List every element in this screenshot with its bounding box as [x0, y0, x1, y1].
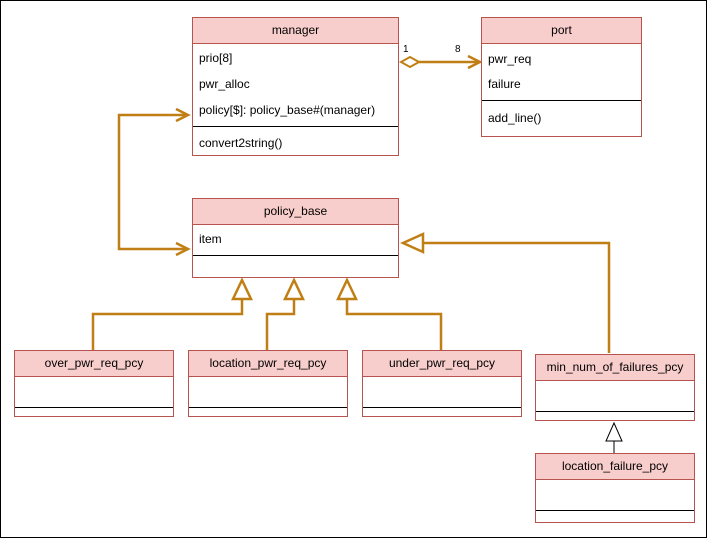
open-arrowhead	[175, 241, 191, 257]
attribute: policy[$]: policy_base#(manager)	[199, 103, 376, 117]
class-min-num-of-failures-pcy[interactable]: min_num_of_failures_pcy	[535, 354, 695, 421]
hollow-triangle	[283, 277, 305, 301]
compartment-divider	[363, 407, 521, 408]
class-name: manager	[193, 18, 398, 44]
open-arrowhead	[175, 107, 191, 123]
class-port[interactable]: port pwr_req failure add_line()	[481, 17, 642, 137]
attribute: pwr_req	[488, 52, 532, 66]
method: convert2string()	[199, 136, 283, 150]
hollow-triangle	[336, 277, 358, 301]
hollow-triangle	[231, 277, 253, 301]
generalization-under-pwr-req	[336, 277, 443, 350]
class-location-pwr-req-pcy[interactable]: location_pwr_req_pcy	[188, 350, 348, 417]
generalization-location-failure	[605, 421, 623, 453]
multiplicity-target: 8	[455, 44, 461, 55]
aggregation-manager-port	[398, 54, 483, 70]
class-under-pwr-req-pcy[interactable]: under_pwr_req_pcy	[362, 350, 522, 417]
generalization-over-pwr-req	[91, 277, 253, 350]
method: add_line()	[488, 111, 542, 125]
class-policy-base[interactable]: policy_base item	[192, 198, 399, 278]
generalization-location-pwr-req	[265, 277, 305, 350]
attribute: prio[8]	[199, 51, 233, 65]
association-manager-policy-base	[117, 107, 191, 257]
class-manager[interactable]: manager prio[8] pwr_alloc policy[$]: pol…	[192, 17, 399, 156]
class-name: under_pwr_req_pcy	[363, 351, 521, 377]
aggregation-diamond	[398, 55, 422, 69]
compartment-divider	[536, 510, 694, 511]
attribute: item	[199, 232, 222, 246]
compartment-divider	[482, 100, 641, 101]
compartment-divider	[189, 407, 347, 408]
class-name: location_pwr_req_pcy	[189, 351, 347, 377]
attribute: pwr_alloc	[199, 77, 250, 91]
compartment-divider	[193, 255, 398, 256]
class-name: location_failure_pcy	[536, 454, 694, 480]
hollow-triangle	[399, 232, 425, 254]
generalization-min-num-of-failures	[399, 232, 611, 353]
class-over-pwr-req-pcy[interactable]: over_pwr_req_pcy	[14, 350, 174, 417]
compartment-divider	[15, 407, 173, 408]
class-location-failure-pcy[interactable]: location_failure_pcy	[535, 453, 695, 523]
compartment-divider	[536, 411, 694, 412]
open-arrowhead	[467, 54, 483, 70]
multiplicity-source: 1	[403, 44, 409, 55]
attribute: failure	[488, 77, 521, 91]
class-name: over_pwr_req_pcy	[15, 351, 173, 377]
class-name: min_num_of_failures_pcy	[536, 355, 694, 381]
compartment-divider	[193, 126, 398, 127]
hollow-triangle	[605, 421, 623, 442]
class-name: policy_base	[193, 199, 398, 225]
class-name: port	[482, 18, 641, 44]
